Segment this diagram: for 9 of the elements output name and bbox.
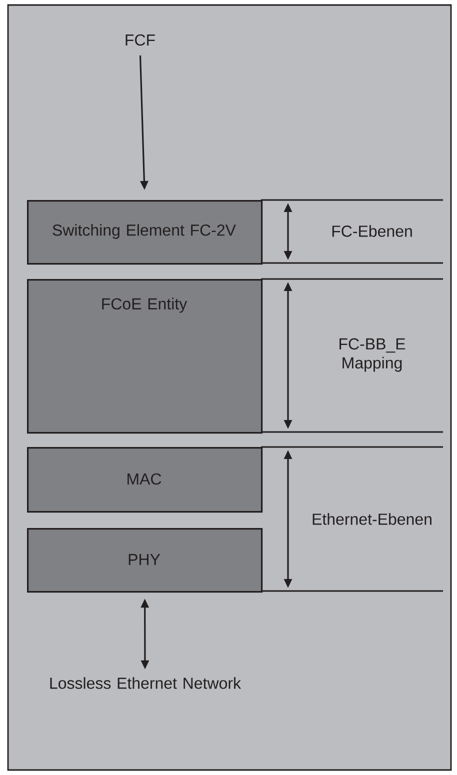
layer-label: FC-BB_E Mapping — [340, 338, 406, 372]
layer-label: Ethernet-Ebenen — [312, 513, 432, 525]
node-text: Lossless Ethernet Network — [50, 677, 242, 689]
layer-box: PHY — [27, 528, 263, 593]
node-text: FCF — [126, 34, 155, 46]
layer-box: Switching Element FC-2V — [27, 200, 263, 265]
layer-label: FC-Ebenen — [332, 225, 412, 237]
layer-box: FCoE Entity — [27, 279, 263, 434]
layer-box: MAC — [27, 447, 263, 513]
